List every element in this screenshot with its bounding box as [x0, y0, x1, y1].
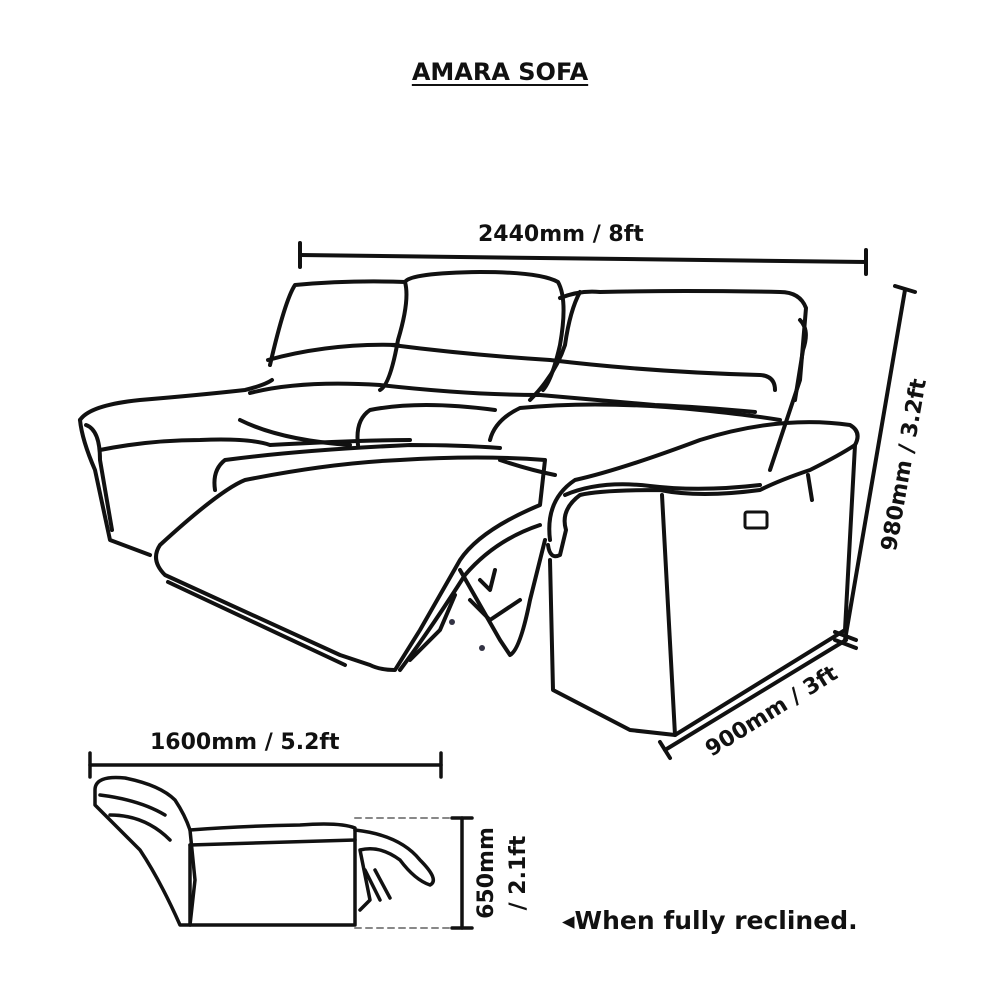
sofa-left-arm — [78, 378, 274, 557]
reclined-height-mm-label: 650mm — [474, 827, 499, 919]
reclined-height-ft-label: / 2.1ft — [506, 835, 531, 911]
reclined-length-label: 1600mm / 5.2ft — [150, 730, 340, 755]
sofa-right-arm — [546, 420, 860, 737]
page-title: AMARA SOFA — [0, 58, 1000, 86]
height-dimension-line — [833, 284, 917, 650]
reclined-side-view — [88, 751, 474, 930]
sofa-seat — [98, 402, 782, 492]
sofa-footrest — [154, 455, 547, 672]
width-label: 2440mm / 8ft — [478, 222, 644, 247]
width-dimension-line — [298, 241, 868, 276]
depth-dimension-line — [658, 638, 848, 760]
title-text: AMARA SOFA — [411, 58, 589, 86]
sofa-backrest — [248, 270, 808, 472]
reclined-note: ◂When fully reclined. — [562, 906, 858, 935]
usb-port-icon — [743, 510, 769, 530]
